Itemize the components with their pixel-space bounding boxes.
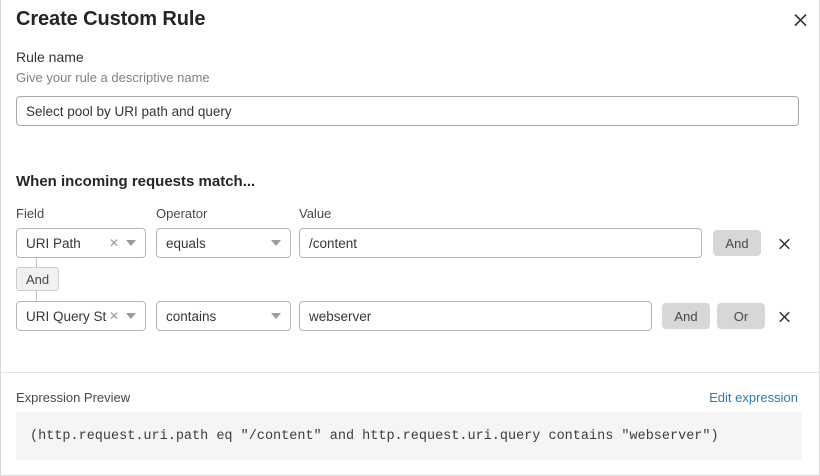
field-select-value: URI Path <box>26 235 81 251</box>
field-select[interactable]: URI Path ✕ <box>16 228 146 258</box>
edit-expression-link[interactable]: Edit expression <box>709 390 798 405</box>
expression-preview-label: Expression Preview <box>16 390 131 405</box>
modal-header: Create Custom Rule <box>1 0 820 44</box>
or-button[interactable]: Or <box>717 303 765 329</box>
field-select[interactable]: URI Query St... ✕ <box>16 301 146 331</box>
close-icon[interactable] <box>787 6 813 32</box>
chevron-down-icon[interactable] <box>266 240 286 246</box>
remove-condition-button[interactable] <box>773 301 795 331</box>
connector-line-top <box>36 258 37 267</box>
connector-line-bottom <box>36 291 37 301</box>
operator-select-value: contains <box>166 308 217 324</box>
rule-name-label: Rule name <box>16 49 84 65</box>
chevron-down-icon[interactable] <box>121 240 141 246</box>
clear-icon[interactable]: ✕ <box>108 236 120 250</box>
clear-icon[interactable]: ✕ <box>108 309 120 323</box>
chevron-down-icon[interactable] <box>266 313 286 319</box>
operator-select[interactable]: contains <box>156 301 291 331</box>
column-header-operator: Operator <box>156 206 208 221</box>
chevron-down-icon[interactable] <box>121 313 141 319</box>
rule-name-section: Rule name Give your rule a descriptive n… <box>16 48 806 126</box>
expression-preview-code: (http.request.uri.path eq "/content" and… <box>16 412 802 460</box>
and-button[interactable]: And <box>662 303 710 329</box>
section-divider <box>1 372 819 373</box>
value-input[interactable]: /content <box>299 228 702 258</box>
column-header-value: Value <box>299 206 332 221</box>
remove-condition-button[interactable] <box>773 228 795 258</box>
and-button[interactable]: And <box>713 230 761 256</box>
match-section-heading: When incoming requests match... <box>16 173 256 190</box>
column-header-field: Field <box>16 206 45 221</box>
field-select-value: URI Query St... <box>26 308 107 324</box>
rule-name-help-text: Give your rule a descriptive name <box>16 70 210 85</box>
value-input[interactable]: webserver <box>299 301 652 331</box>
operator-select-value: equals <box>166 235 206 251</box>
connector-and-badge[interactable]: And <box>16 267 60 291</box>
page-title: Create Custom Rule <box>16 8 206 30</box>
rule-name-input[interactable]: Select pool by URI path and query <box>16 96 799 126</box>
operator-select[interactable]: equals <box>156 228 291 258</box>
